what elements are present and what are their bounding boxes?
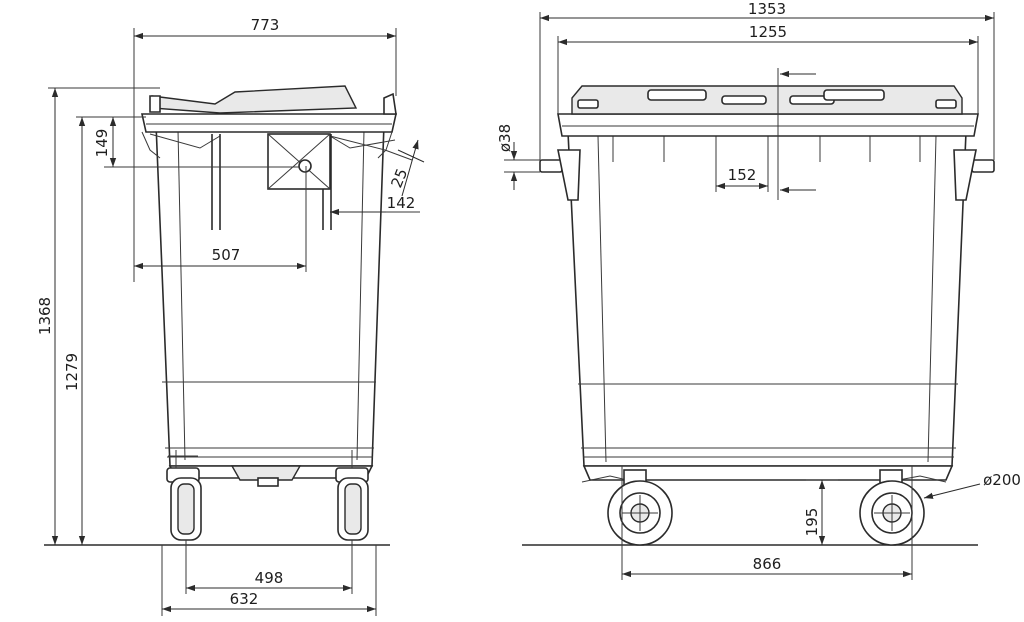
side-view: 773 1368 1279 149 507 25 142 498 632: [36, 16, 425, 616]
side-lid-offset-label: 149: [93, 129, 111, 158]
front-wheel-height-label: 195: [803, 508, 821, 537]
side-base-width-label: 632: [230, 590, 259, 608]
side-rim: [141, 113, 397, 133]
front-width-overall-label: 1353: [748, 0, 786, 18]
side-wheel-right: [335, 450, 369, 541]
side-lid: [151, 85, 358, 114]
side-wheel-track-label: 498: [255, 569, 284, 587]
front-wheel-base-label: 866: [753, 555, 782, 573]
side-pivot-offset-label: 507: [212, 246, 241, 264]
front-wheel-left: [581, 469, 673, 546]
side-pin-projection-label: 142: [387, 194, 416, 212]
front-trunnion-left: [539, 159, 563, 173]
side-width-overall-label: 773: [251, 16, 280, 34]
front-trunnion-right: [971, 159, 995, 173]
front-wheel-right: [859, 469, 947, 546]
front-width-body-label: 1255: [749, 23, 787, 41]
front-body: [567, 131, 967, 467]
front-trunnion-diameter-label: ø38: [496, 124, 514, 152]
side-height-overall-label: 1368: [36, 297, 54, 335]
front-wheel-diameter-label: ø200: [983, 471, 1021, 489]
side-pin-size-label: 25: [387, 166, 411, 190]
front-gap-width-label: 152: [728, 166, 757, 184]
front-rim: [557, 113, 979, 137]
front-view: 1353 1255 ø38 152 195 ø200 866: [496, 0, 1021, 580]
side-lid-handle: [383, 92, 397, 115]
side-pivot-pin: [298, 159, 312, 173]
front-base: [582, 465, 954, 481]
side-height-rim-label: 1279: [63, 353, 81, 391]
front-lid: [571, 85, 963, 115]
